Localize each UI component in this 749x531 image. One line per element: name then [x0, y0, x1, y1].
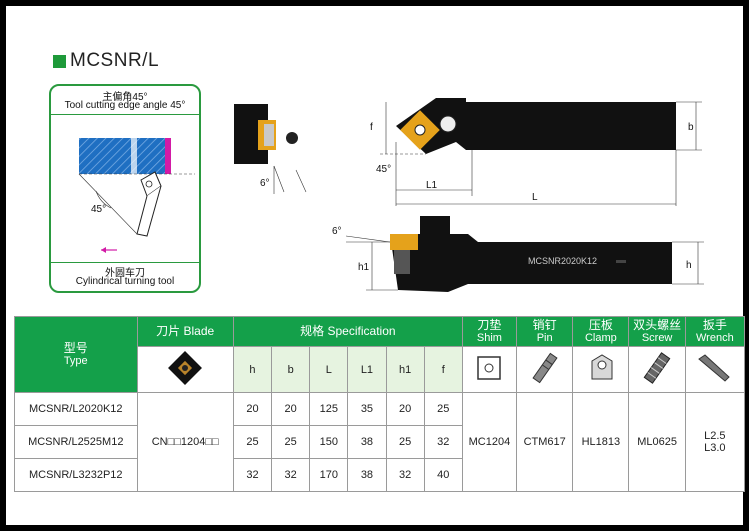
blade-header: 刀片 Blade [136, 316, 234, 347]
top-view-L-label: L [532, 192, 538, 203]
angle-box-divider-top [51, 114, 199, 115]
spec-table: 型号 Type 刀片 Blade 规格 Specification 刀垫 Shi… [14, 316, 746, 492]
spec-col-h1: h1 [385, 346, 425, 393]
shim-header: 刀垫 Shim [461, 316, 518, 347]
pin-header-zh: 销钉 [532, 318, 557, 332]
end-view-drawing: 6° [228, 100, 308, 200]
wrench-value: L2.5 L3.0 [684, 392, 746, 492]
row-1-f: 25 [423, 392, 463, 426]
wrench-header: 扳手 Wrench [684, 316, 746, 347]
top-view-45-label: 45° [376, 164, 391, 175]
clamp-icon [591, 354, 613, 380]
top-view-drawing: f 45° L1 L b [356, 86, 716, 206]
row-1-h1: 20 [385, 392, 425, 426]
row-3-f: 40 [423, 458, 463, 492]
row-3-L: 170 [309, 458, 349, 492]
angle-bottom-cn: 外圆车刀 [105, 268, 145, 279]
blade-value: CN□□1204□□ [136, 392, 234, 492]
side-view-h-label: h [686, 260, 692, 271]
side-view-h1-label: h1 [358, 262, 370, 273]
title-text: MCSNR/L [70, 50, 160, 71]
row-3-h: 32 [232, 458, 273, 492]
wrench-icon [698, 354, 730, 382]
spec-col-f: f [423, 346, 463, 393]
end-view-angle-label: 6° [260, 178, 270, 189]
screw-header-en: Screw [641, 332, 673, 344]
angle-diagram: 45° [78, 138, 195, 253]
row-2-L1: 38 [347, 425, 387, 459]
type-header: 型号 Type [14, 316, 138, 393]
pin-image-cell [516, 346, 574, 393]
clamp-header-zh: 压板 [588, 318, 613, 332]
screw-icon [643, 352, 671, 384]
side-view-6-label: 6° [332, 226, 342, 237]
spec-header-label: 规格 Specification [300, 324, 396, 338]
row-2-h1: 25 [385, 425, 425, 459]
shim-image-cell [461, 346, 518, 393]
screw-header-zh: 双头螺丝 [633, 318, 682, 332]
row-1-L1: 35 [347, 392, 387, 426]
wrench-value-1: L2.5 [704, 430, 726, 442]
spec-col-h: h [232, 346, 273, 393]
row-2-h: 25 [232, 425, 273, 459]
angle-bottom-en: Cylindrical turning tool [75, 276, 175, 287]
row-1-b: 20 [271, 392, 311, 426]
page-title: MCSNR/L [53, 50, 159, 72]
pin-value: CTM617 [516, 392, 574, 492]
title-square-icon [53, 54, 66, 68]
angle-title-cn: 主偏角45° [102, 92, 148, 103]
shim-header-zh: 刀垫 [477, 318, 502, 332]
row-3-type: MCSNR/L3232P12 [14, 458, 138, 492]
spec-col-L1: L1 [347, 346, 387, 393]
page: MCSNR/L 主偏角45° Tool cutting edge angle 4… [6, 6, 746, 525]
row-2-L: 150 [309, 425, 349, 459]
spec-col-L: L [309, 346, 349, 393]
engraving-text: MCSNR2020K12 [528, 256, 597, 266]
top-view-b-label: b [688, 122, 694, 133]
type-header-zh: 型号 [63, 341, 88, 355]
wrench-value-2: L3.0 [704, 442, 726, 454]
row-1-L: 125 [309, 392, 349, 426]
pin-header: 销钉 Pin [516, 316, 574, 347]
screw-value: ML0625 [628, 392, 686, 492]
cutting-angle-box: 主偏角45° Tool cutting edge angle 45° 45° [49, 84, 201, 293]
top-view-L1-label: L1 [426, 180, 438, 191]
shim-icon [477, 356, 502, 380]
clamp-header-en: Clamp [584, 332, 617, 344]
clamp-value: HL1813 [572, 392, 630, 492]
row-3-b: 32 [271, 458, 311, 492]
blade-header-label: 刀片 Blade [156, 324, 215, 338]
row-2-f: 32 [423, 425, 463, 459]
spec-header: 规格 Specification [232, 316, 463, 347]
shim-value: MC1204 [461, 392, 518, 492]
screw-image-cell [628, 346, 686, 393]
clamp-image-cell [572, 346, 630, 393]
angle-box-divider-bottom [51, 262, 199, 263]
shim-header-en: Shim [476, 332, 502, 344]
side-view-drawing: MCSNR2020K12 6° h1 h [328, 212, 716, 302]
row-2-b: 25 [271, 425, 311, 459]
angle-45-label: 45° [91, 204, 106, 215]
blade-insert-icon [168, 351, 203, 385]
row-1-type: MCSNR/L2020K12 [14, 392, 138, 426]
wrench-image-cell [684, 346, 746, 393]
workpiece-hatch [79, 138, 165, 174]
type-header-en: Type [63, 355, 88, 367]
spec-col-b: b [271, 346, 311, 393]
blade-image-cell [136, 346, 234, 393]
wrench-header-en: Wrench [696, 332, 734, 344]
clamp-header: 压板 Clamp [572, 316, 630, 347]
top-view-f-label: f [370, 122, 373, 133]
row-3-h1: 32 [385, 458, 425, 492]
pin-header-en: Pin [536, 332, 553, 344]
row-3-L1: 38 [347, 458, 387, 492]
row-1-h: 20 [232, 392, 273, 426]
row-2-type: MCSNR/L2525M12 [14, 425, 138, 459]
wrench-header-zh: 扳手 [702, 318, 727, 332]
angle-title-en: Tool cutting edge angle 45° [64, 100, 186, 111]
pin-icon [532, 352, 558, 384]
screw-header: 双头螺丝 Screw [628, 316, 686, 347]
